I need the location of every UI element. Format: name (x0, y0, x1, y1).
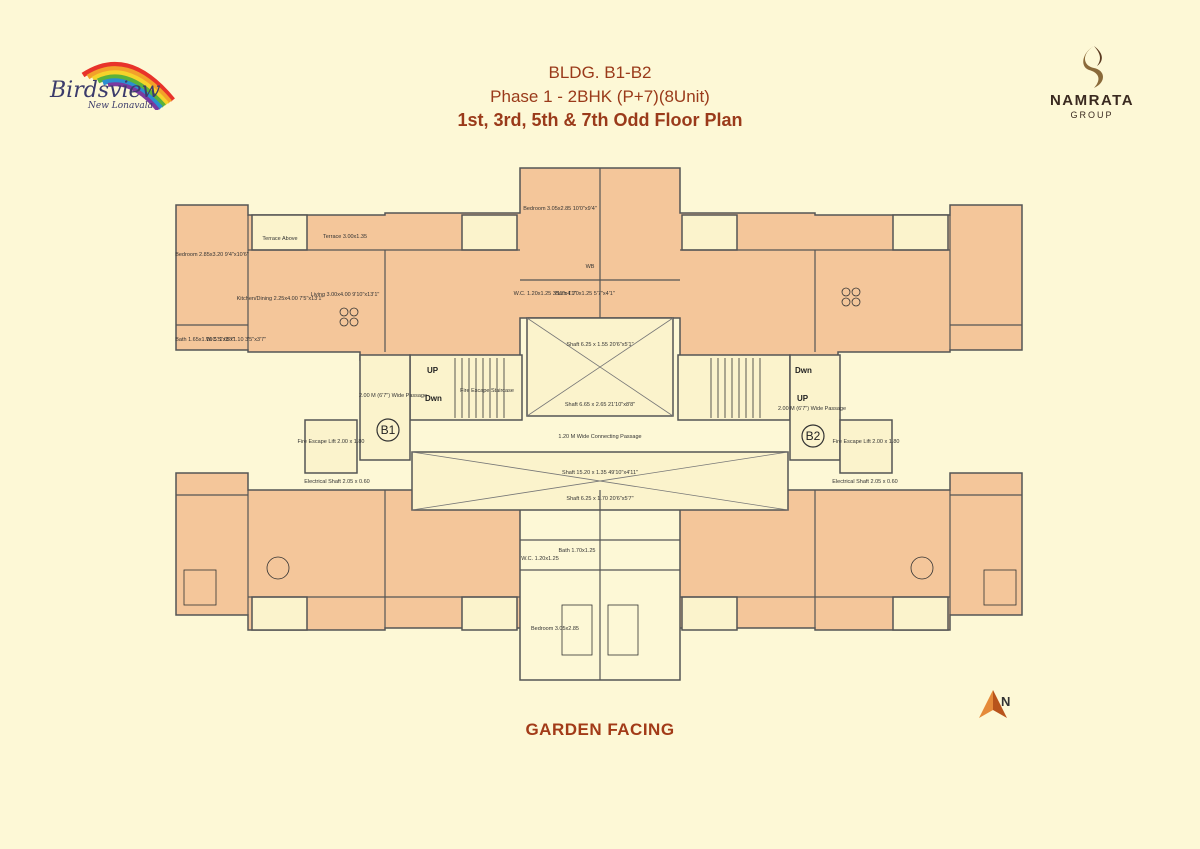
room-bath-ul: Bath 1.65x1.10 5'5"x3'7" (175, 337, 235, 343)
up-right: UP (797, 394, 809, 403)
terrace-lr2 (892, 596, 949, 631)
stair-label: Fire Escape Staircase (460, 388, 514, 394)
room-bedroom-lc: Bedroom 3.05x2.85 (531, 626, 579, 632)
garden-facing-label: GARDEN FACING (525, 720, 675, 739)
floor-title: 1st, 3rd, 5th & 7th Odd Floor Plan (457, 110, 743, 130)
room-terrace-ul1: Terrace 3.00x1.35 (323, 234, 367, 240)
elec-left-label: Electrical Shaft 2.05 x 0.60 (304, 479, 369, 485)
shaft-label-3: Shaft 15.20 x 1.35 49'10"x4'11" (562, 470, 638, 476)
terrace-lr1 (681, 596, 738, 631)
brand-name: NAMRATA (1049, 92, 1135, 109)
north-label: N (1001, 694, 1011, 709)
room-bath-lc: Bath 1.70x1.25 (558, 548, 595, 554)
lift-right (839, 419, 893, 474)
passage-left (359, 354, 411, 461)
up-left: UP (427, 366, 439, 375)
room-wc-lc: W.C. 1.20x1.25 (521, 556, 559, 562)
b2-marker (801, 424, 825, 448)
lift-left-label: Fire Escape Lift 2.00 x 1.80 (298, 439, 365, 445)
logo-name: Birdsview (50, 78, 161, 103)
wb-label: WB (586, 264, 595, 270)
shaft-label-1: Shaft 6.25 x 1.55 20'6"x5'1" (566, 342, 633, 348)
down-left: Dwn (425, 394, 442, 403)
passage-left-label: 2.00 M (6'7") Wide Passage (359, 393, 427, 399)
room-wc-ul: W.C. 1.05x1.10 3'5"x3'7" (206, 337, 266, 343)
down-right: Dwn (795, 366, 812, 375)
terrace-ll2 (461, 596, 518, 631)
logo-subtitle: New Lonavala (88, 101, 154, 111)
b2-label: B2 (806, 429, 821, 443)
passage-right-label: 2.00 M (6'7") Wide Passage (778, 406, 846, 412)
b1-marker (376, 418, 400, 442)
stair-right (677, 354, 791, 421)
b1-label: B1 (381, 423, 396, 437)
shaft-label-2: Shaft 6.65 x 2.65 21'10"x8'8" (565, 402, 635, 408)
namrata-logo-icon (1083, 46, 1104, 88)
building-title: BLDG. B1-B2 (548, 63, 652, 82)
terrace-ll1 (251, 596, 308, 631)
room-bedroom-uc: Bedroom 3.05x2.85 10'0"x9'4" (523, 206, 597, 212)
room-kitchen-ul: Kitchen/Dining 2.25x4.00 7'5"x13'1" (237, 296, 324, 302)
brand-sub: GROUP (1070, 110, 1114, 120)
elec-right-label: Electrical Shaft 2.05 x 0.60 (832, 479, 897, 485)
north-arrow-icon (979, 690, 1007, 718)
room-terrace-above-ul1: Terrace Above (262, 236, 297, 242)
terrace-ur1 (681, 214, 738, 251)
stair-left (409, 354, 523, 421)
birdsview-logo-arc (81, 61, 175, 110)
room-bath-uc: Bath 1.70x1.25 5'7"x4'1" (555, 291, 615, 297)
terrace-ur2 (892, 214, 949, 251)
lift-left (304, 419, 358, 474)
phase-title: Phase 1 - 2BHK (P+7)(8Unit) (490, 87, 710, 106)
room-bedroom-ul: Bedroom 2.85x3.20 9'4"x10'6" (175, 252, 249, 258)
connecting-passage-label: 1.20 M Wide Connecting Passage (558, 434, 641, 440)
room-living-ul1: Living 3.00x4.00 9'10"x13'1" (311, 292, 380, 298)
room-wc-uc: W.C. 1.20x1.25 3'11"x4'1" (514, 291, 577, 297)
shaft-label-4: Shaft 6.25 x 1.70 20'6"x5'7" (566, 496, 633, 502)
terrace-ul2 (461, 214, 518, 251)
lift-right-label: Fire Escape Lift 2.00 x 1.80 (833, 439, 900, 445)
terrace-ul1 (251, 214, 308, 251)
